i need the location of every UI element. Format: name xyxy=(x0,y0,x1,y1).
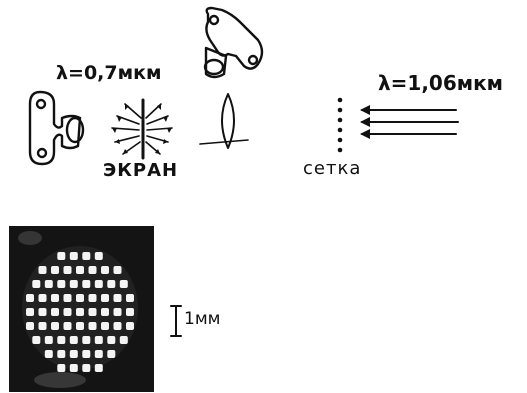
diffraction-spot xyxy=(51,294,59,302)
diffraction-spot xyxy=(107,336,115,344)
diffraction-spot xyxy=(76,294,84,302)
diffraction-spot xyxy=(114,322,122,330)
diffraction-spot xyxy=(39,266,47,274)
diffraction-spot xyxy=(107,280,115,288)
diffraction-spot xyxy=(101,308,109,316)
diffraction-spot xyxy=(126,294,134,302)
diffraction-spot xyxy=(57,336,65,344)
mesh-grid-icon xyxy=(338,98,343,153)
diffraction-spot xyxy=(126,322,134,330)
diffraction-spot xyxy=(51,266,59,274)
diffraction-spot xyxy=(39,308,47,316)
diffraction-spot xyxy=(101,322,109,330)
screen-icon xyxy=(112,100,172,158)
diffraction-spot xyxy=(51,308,59,316)
diffraction-spot xyxy=(26,294,34,302)
diffraction-spot xyxy=(76,322,84,330)
diffraction-spot xyxy=(57,252,65,260)
diffraction-spot xyxy=(82,364,90,372)
diffraction-spot xyxy=(70,350,78,358)
diffraction-spot xyxy=(95,280,103,288)
diffraction-spot xyxy=(101,294,109,302)
incoming-beam-arrows-icon xyxy=(360,105,458,139)
diffraction-spot xyxy=(45,336,53,344)
diffraction-spot xyxy=(114,266,122,274)
diffraction-spot xyxy=(120,280,128,288)
diffraction-spot xyxy=(32,336,40,344)
lens-icon xyxy=(200,94,248,148)
diffraction-spot xyxy=(95,350,103,358)
diffraction-spot xyxy=(51,322,59,330)
diffraction-spot xyxy=(57,350,65,358)
diffraction-spot xyxy=(76,266,84,274)
diffraction-spot xyxy=(45,350,53,358)
diffraction-spot xyxy=(89,266,97,274)
diffraction-spot xyxy=(26,308,34,316)
left-detector-icon xyxy=(30,92,83,164)
diffraction-spot xyxy=(39,322,47,330)
diffraction-photo xyxy=(9,226,154,392)
diffraction-spot xyxy=(70,336,78,344)
diffraction-spot xyxy=(82,280,90,288)
diffraction-spot xyxy=(26,322,34,330)
diffraction-spot xyxy=(32,280,40,288)
diffraction-spot xyxy=(64,308,72,316)
diffraction-spot xyxy=(70,364,78,372)
diffraction-spot xyxy=(89,294,97,302)
diffraction-spot xyxy=(70,280,78,288)
diffraction-spot xyxy=(95,336,103,344)
scale-bar-icon xyxy=(171,306,181,336)
diffraction-spot xyxy=(95,364,103,372)
diffraction-spot xyxy=(82,350,90,358)
diffraction-spot xyxy=(107,350,115,358)
diffraction-spot xyxy=(95,252,103,260)
diffraction-spot xyxy=(57,280,65,288)
top-crystal-mount-icon xyxy=(205,8,262,77)
diffraction-spot xyxy=(64,294,72,302)
diffraction-spot xyxy=(82,336,90,344)
diffraction-spot xyxy=(82,252,90,260)
diffraction-spot xyxy=(114,308,122,316)
diffraction-spot xyxy=(76,308,84,316)
diffraction-spot xyxy=(39,294,47,302)
diffraction-spot xyxy=(120,336,128,344)
diffraction-spot xyxy=(64,322,72,330)
diffraction-spot xyxy=(64,266,72,274)
diffraction-spot xyxy=(70,252,78,260)
diffraction-spot xyxy=(45,280,53,288)
diffraction-spot xyxy=(101,266,109,274)
diffraction-spot xyxy=(126,308,134,316)
diffraction-spot xyxy=(114,294,122,302)
diffraction-spot xyxy=(89,322,97,330)
diffraction-spot xyxy=(57,364,65,372)
diffraction-spot xyxy=(89,308,97,316)
